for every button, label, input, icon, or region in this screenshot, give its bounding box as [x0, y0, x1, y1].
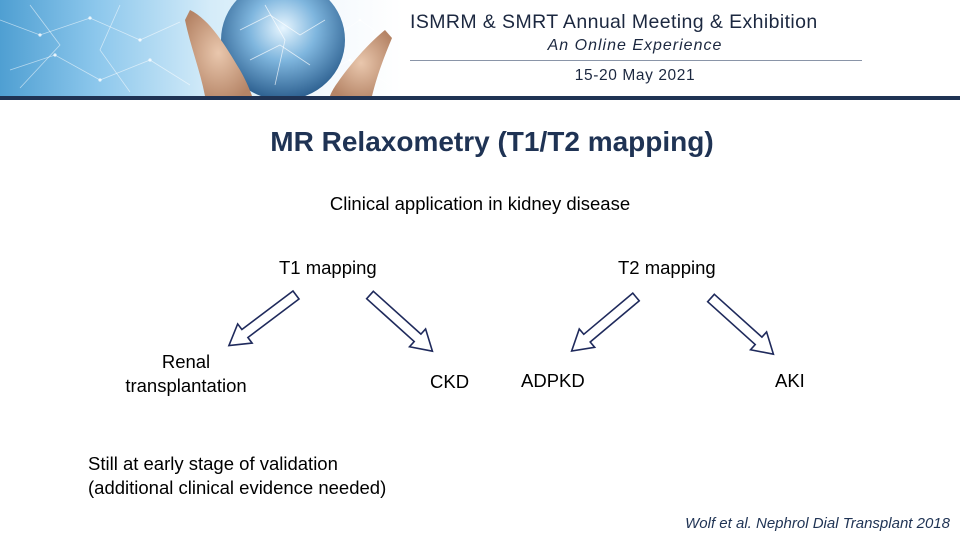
banner-divider [410, 60, 862, 61]
conference-subtitle: An Online Experience [547, 37, 723, 54]
leaf-label-renal-transplantation: Renal transplantation [125, 351, 247, 396]
conference-dates: 15-20 May 2021 [574, 67, 696, 84]
banner-bottom-rule [0, 96, 960, 100]
arrow-to-renal-transplantation [220, 284, 305, 356]
leaf-label-ckd: CKD [430, 371, 470, 392]
slide-title: MR Relaxometry (T1/T2 mapping) [270, 126, 714, 157]
conference-banner: ISMRM & SMRT Annual Meeting & Exhibition… [0, 0, 960, 96]
validation-note-line-1: Still at early stage of validation [88, 453, 338, 474]
slide-subtitle: Clinical application in kidney disease [329, 193, 631, 214]
leaf-label-adpkd: ADPKD [521, 370, 585, 391]
leaf-label-aki: AKI [775, 370, 805, 391]
conference-title: ISMRM & SMRT Annual Meeting & Exhibition [410, 11, 818, 33]
arrow-to-aki [702, 288, 783, 364]
citation: Wolf et al. Nephrol Dial Transplant 2018 [685, 515, 950, 532]
validation-note: Still at early stage of validation (addi… [88, 452, 386, 500]
branch-label-t2-mapping: T2 mapping [618, 257, 716, 278]
validation-note-line-2: (additional clinical evidence needed) [88, 477, 387, 498]
arrow-to-ckd [361, 285, 442, 361]
banner-hands-network-image [0, 0, 396, 96]
arrow-to-adpkd [563, 287, 645, 361]
branch-label-t1-mapping: T1 mapping [279, 257, 377, 278]
